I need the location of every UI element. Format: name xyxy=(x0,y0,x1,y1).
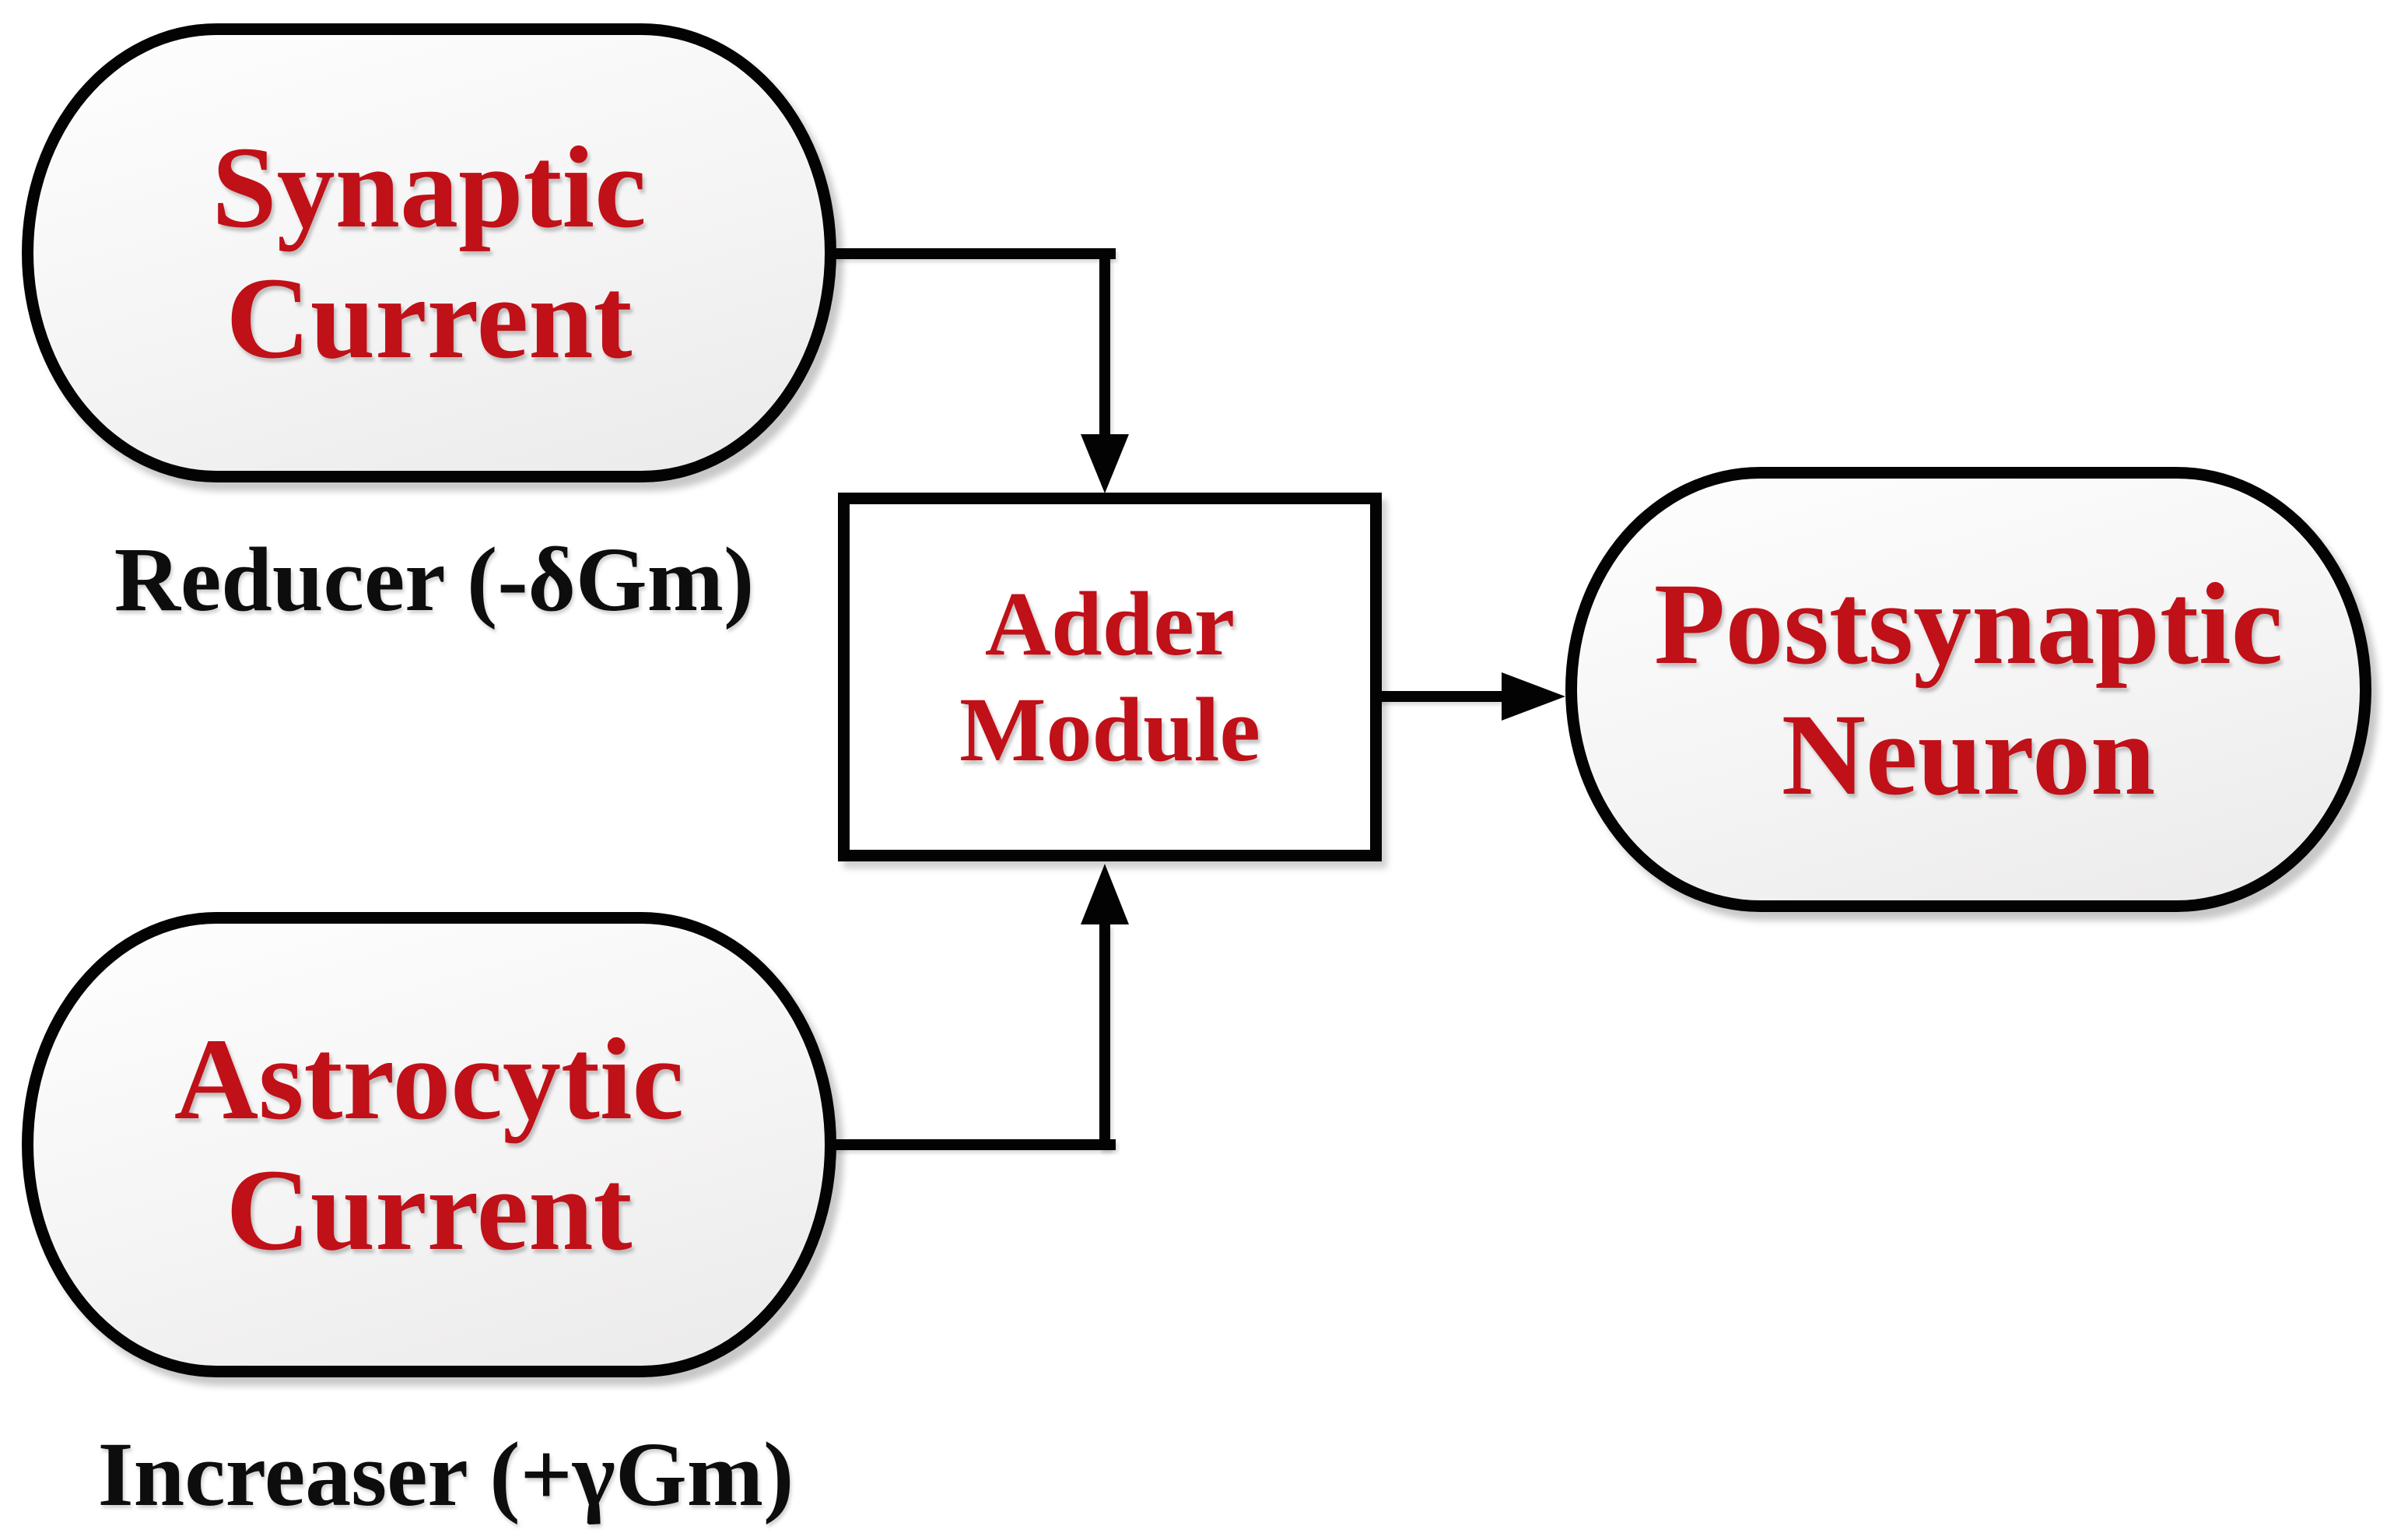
edge-synaptic-to-adder-vertical-line xyxy=(1099,248,1110,438)
edge-astrocytic-to-adder-horizontal-line xyxy=(825,1139,1116,1150)
postsynaptic-neuron-label-line1: Postsynaptic xyxy=(1653,560,2284,689)
astrocytic-current-label: Astrocytic Current xyxy=(174,1014,684,1275)
adder-module-label: Adder Module xyxy=(959,571,1260,782)
node-astrocytic-current: Astrocytic Current xyxy=(22,912,836,1377)
arrowhead-right-icon xyxy=(1502,672,1565,721)
arrowhead-up-icon xyxy=(1081,864,1129,924)
node-postsynaptic-neuron: Postsynaptic Neuron xyxy=(1565,467,2371,912)
reducer-caption: Reducer (-δGm) xyxy=(114,528,755,630)
arrowhead-down-icon xyxy=(1081,434,1129,493)
adder-module-label-line1: Adder xyxy=(984,573,1236,675)
node-adder-module: Adder Module xyxy=(838,493,1382,861)
astrocytic-current-label-line2: Current xyxy=(226,1145,633,1275)
synaptic-current-label-line1: Synaptic xyxy=(212,123,647,252)
postsynaptic-neuron-label-line2: Neuron xyxy=(1781,690,2156,819)
increaser-caption: Increaser (+γGm) xyxy=(97,1423,794,1525)
astrocytic-current-label-line1: Astrocytic xyxy=(174,1015,685,1144)
synaptic-current-label-line2: Current xyxy=(226,254,633,383)
postsynaptic-neuron-label: Postsynaptic Neuron xyxy=(1654,559,2283,820)
synaptic-current-label: Synaptic Current xyxy=(212,122,646,384)
adder-module-label-line2: Module xyxy=(959,679,1260,781)
node-synaptic-current: Synaptic Current xyxy=(22,23,836,482)
edge-astrocytic-to-adder-vertical-line xyxy=(1099,924,1110,1150)
edge-synaptic-to-adder-horizontal-line xyxy=(825,248,1116,259)
edge-adder-to-postsynaptic-line xyxy=(1377,691,1502,702)
